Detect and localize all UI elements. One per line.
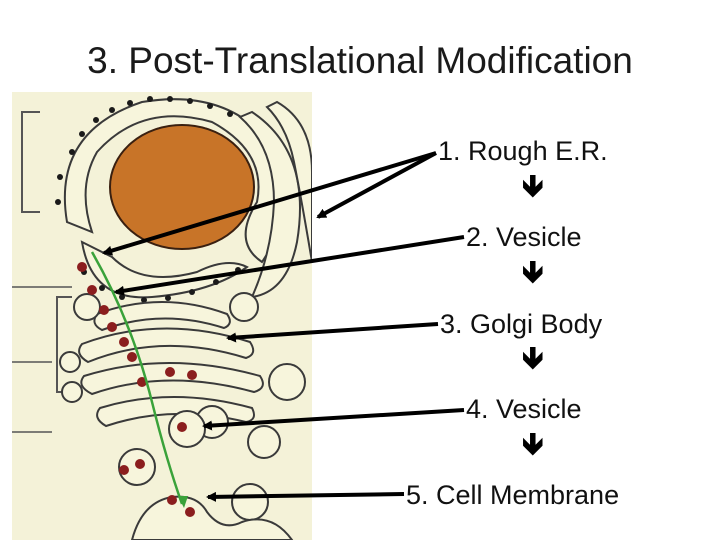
down-arrow-icon: 🡻	[522, 256, 544, 289]
step-label-golgi-body: 3. Golgi Body	[440, 309, 603, 339]
down-arrow-icon: 🡻	[522, 342, 544, 375]
golgi-body	[78, 301, 264, 428]
step-label-vesicle-1: 2. Vesicle	[466, 222, 582, 252]
slide-title: 3. Post-Translational Modification	[87, 40, 633, 81]
down-arrow-icon: 🡻	[522, 170, 544, 203]
cell-membrane	[130, 495, 294, 540]
step-label-rough-er: 1. Rough E.R.	[438, 136, 608, 166]
step-label-vesicle-2: 4. Vesicle	[466, 394, 582, 424]
nucleus	[109, 124, 255, 250]
cell-diagram	[12, 92, 312, 540]
step-label-cell-membrane: 5. Cell Membrane	[406, 480, 620, 510]
down-arrow-icon: 🡻	[522, 428, 544, 461]
transport-path	[90, 251, 184, 505]
pointer-arrow	[316, 151, 437, 219]
